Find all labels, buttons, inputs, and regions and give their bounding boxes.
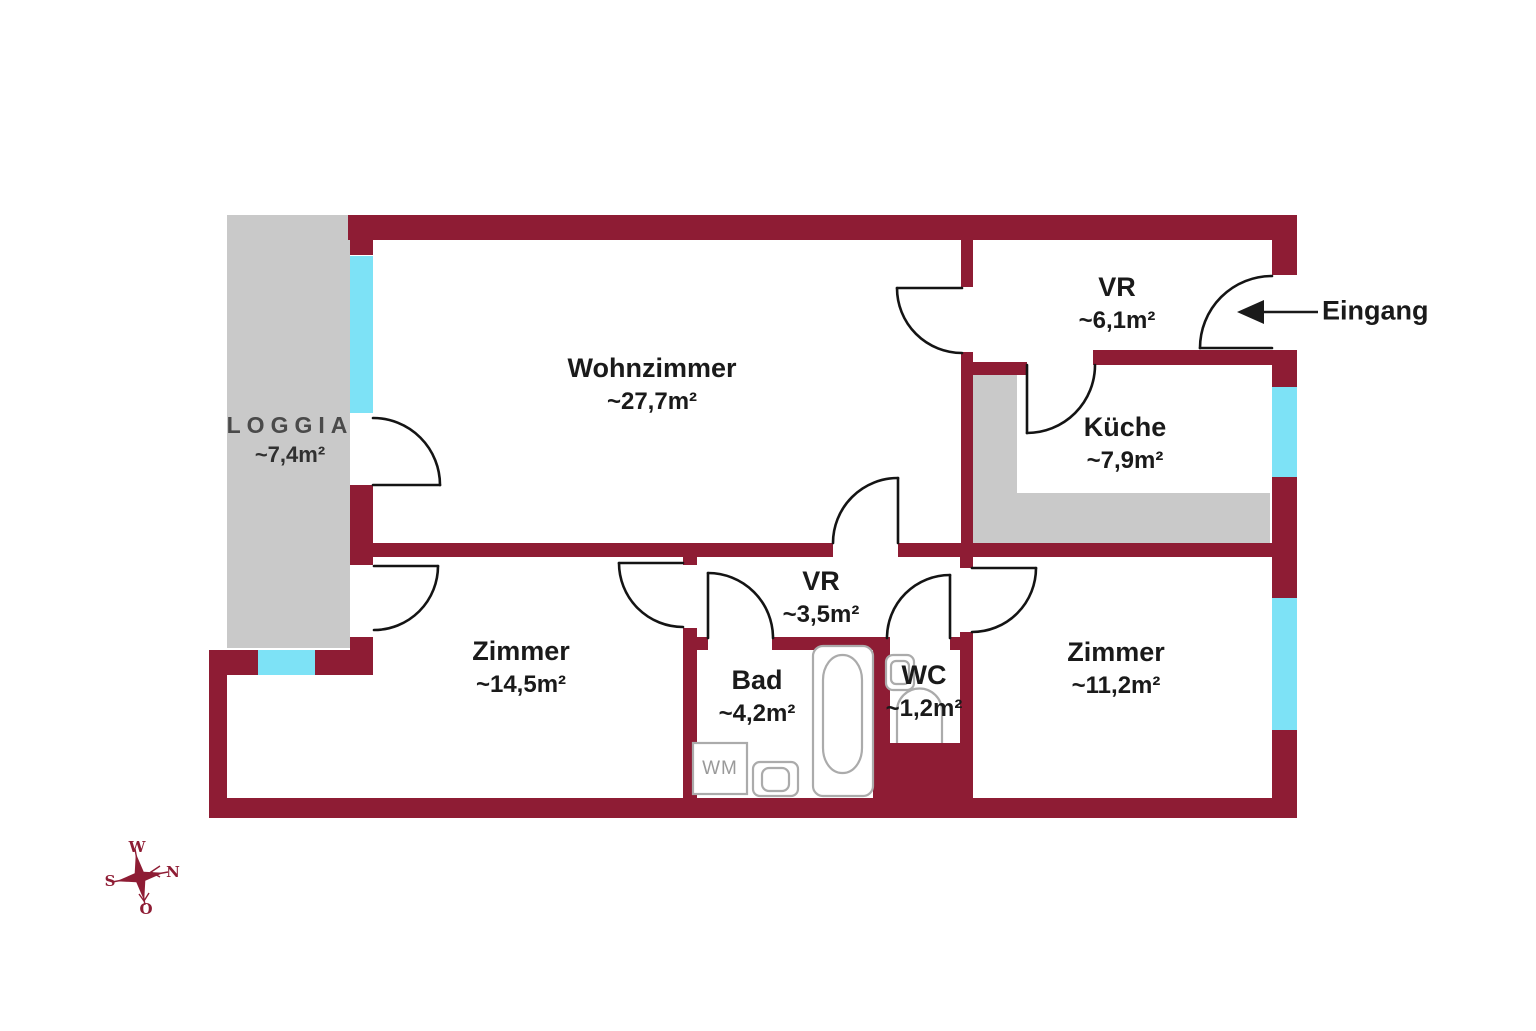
wall-zimmerwest-vert: [683, 628, 697, 798]
wall-left-3: [350, 637, 373, 675]
wall-vr-vert-lower: [961, 352, 973, 543]
door-loggia-zimmer: [372, 564, 440, 632]
wall-right-2: [1272, 350, 1297, 387]
wall-hall-vert-stub: [960, 557, 973, 568]
compass-letter-east: O: [139, 900, 153, 918]
wall-bad-top-right: [772, 637, 875, 650]
wall-kueche-top-left: [973, 362, 1027, 375]
compass-letter-north: N: [166, 863, 180, 881]
room-name: Zimmer: [472, 635, 570, 666]
label-bad: Bad ~4,2m²: [719, 663, 796, 729]
room-area: ~1,2m²: [885, 694, 963, 722]
wall-bad-top-left: [683, 637, 708, 650]
label-loggia: LOGGIA ~7,4m²: [227, 411, 354, 469]
bad-sink-icon: [751, 760, 800, 798]
wall-right-3: [1272, 477, 1297, 598]
compass-letter-west: W: [128, 838, 146, 856]
door-hall-wc: [885, 573, 952, 640]
label-wohnzimmer: Wohnzimmer ~27,7m²: [567, 351, 736, 417]
room-area: ~7,9m²: [1086, 446, 1164, 474]
entrance-arrow-icon: [1237, 300, 1318, 324]
compass-rose-icon: [111, 848, 169, 906]
wall-left-1: [350, 215, 373, 255]
room-name: Bad: [731, 664, 783, 695]
window-loggia: [258, 650, 315, 675]
label-vr-hall: VR ~3,5m²: [783, 564, 860, 630]
door-entrance: [1198, 274, 1274, 350]
label-wc: WC ~1,2m²: [886, 658, 963, 724]
wall-left-lower: [209, 650, 227, 798]
room-name: VR: [802, 565, 840, 596]
wall-wc-top-stub: [950, 637, 973, 650]
room-area: ~14,5m²: [475, 670, 567, 698]
wall-block-below-wc: [875, 743, 973, 798]
wall-zimmerwest-stub: [683, 557, 697, 565]
wall-bottom: [209, 798, 1297, 818]
wall-right-1: [1272, 215, 1297, 275]
room-area: ~6,1m²: [1078, 306, 1156, 334]
wall-top: [348, 215, 1297, 240]
wall-mid-right: [898, 543, 1272, 557]
bathtub-icon: [811, 644, 875, 798]
wall-kueche-top-right: [1093, 350, 1272, 365]
room-area: ~4,2m²: [718, 699, 796, 727]
window-kueche: [1272, 387, 1297, 477]
door-hall-zimmer-west: [617, 561, 685, 629]
room-name: VR: [1098, 271, 1136, 302]
door-hall-zimmer-east: [970, 566, 1038, 634]
label-vr-entry: VR ~6,1m²: [1079, 270, 1156, 336]
wall-vr-vert-upper: [961, 240, 973, 287]
door-wohnzimmer-vr: [895, 286, 964, 355]
label-zimmer-west: Zimmer ~14,5m²: [472, 634, 570, 700]
room-area: ~11,2m²: [1071, 671, 1161, 699]
room-area: ~3,5m²: [782, 600, 860, 628]
room-name: Zimmer: [1067, 636, 1165, 667]
entrance-label: Eingang: [1322, 295, 1429, 326]
label-zimmer-east: Zimmer ~11,2m²: [1067, 635, 1165, 701]
room-name: Wohnzimmer: [567, 352, 737, 383]
door-hall-bad: [706, 571, 775, 640]
wall-hall-vert-lower: [960, 632, 973, 743]
room-name: LOGGIA: [226, 411, 354, 438]
door-loggia-wohnzimmer: [371, 416, 442, 487]
wall-mid-left: [373, 543, 833, 557]
wall-left-2: [350, 485, 373, 565]
washing-machine-label: WM: [702, 758, 738, 779]
kitchen-counter-horizontal: [973, 493, 1270, 543]
room-area: ~27,7m²: [606, 387, 698, 415]
room-name: WC: [901, 659, 947, 690]
loggia-floor: [227, 215, 350, 648]
compass-letter-south: S: [104, 872, 116, 890]
room-area: ~7,4m²: [254, 441, 326, 467]
window-wohnzimmer: [350, 256, 373, 413]
door-wohnzimmer-hall: [831, 476, 900, 545]
label-kueche: Küche ~7,9m²: [1084, 410, 1167, 476]
room-name: Küche: [1083, 411, 1167, 442]
window-zimmer-east: [1272, 598, 1297, 730]
